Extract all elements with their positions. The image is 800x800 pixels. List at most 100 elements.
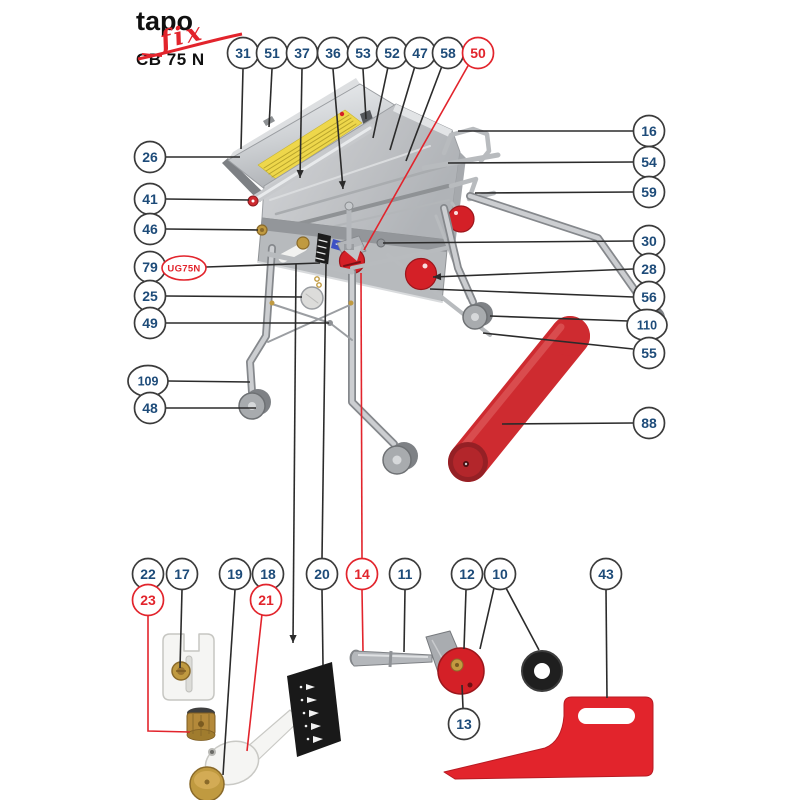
leader-extra-1 bbox=[321, 263, 327, 559]
brace-joint bbox=[327, 320, 333, 326]
brass-knob bbox=[186, 707, 216, 741]
leader-51 bbox=[268, 68, 273, 128]
callout-21: 21 bbox=[249, 583, 283, 617]
leader-13 bbox=[461, 684, 464, 709]
smoothing-spatula bbox=[443, 696, 654, 780]
callout-28: 28 bbox=[632, 252, 666, 286]
star-knob-lower bbox=[404, 257, 438, 291]
callout-47: 47 bbox=[403, 36, 437, 70]
leader-110 bbox=[489, 315, 629, 322]
callout-88: 88 bbox=[632, 406, 666, 440]
svg-text:25: 25 bbox=[142, 288, 158, 304]
leader-109 bbox=[167, 380, 251, 383]
svg-text:21: 21 bbox=[258, 592, 274, 608]
leader-20 bbox=[321, 589, 324, 666]
svg-text:36: 36 bbox=[325, 45, 341, 61]
casters bbox=[238, 302, 665, 475]
svg-text:16: 16 bbox=[641, 123, 657, 139]
lid-side-wall bbox=[222, 158, 267, 202]
plunger-rod bbox=[344, 201, 354, 250]
callout-18: 18 bbox=[251, 557, 285, 591]
leader-11 bbox=[403, 589, 406, 653]
callout-46: 46 bbox=[133, 212, 167, 246]
leader-17 bbox=[179, 589, 183, 669]
svg-text:22: 22 bbox=[140, 566, 156, 582]
paste-trough bbox=[261, 103, 466, 246]
svg-text:58: 58 bbox=[440, 45, 456, 61]
callout-50: 50 bbox=[461, 36, 495, 70]
leader-30 bbox=[382, 240, 634, 244]
leader-extra-2 bbox=[289, 263, 297, 644]
crank-handle bbox=[349, 630, 485, 695]
svg-text:20: 20 bbox=[314, 566, 330, 582]
svg-text:11: 11 bbox=[398, 566, 413, 582]
callout-53: 53 bbox=[346, 36, 380, 70]
rubber-washer bbox=[521, 650, 563, 692]
leader-31 bbox=[240, 68, 244, 150]
callout-58: 58 bbox=[431, 36, 465, 70]
callout-26: 26 bbox=[133, 140, 167, 174]
caster-wheel bbox=[462, 302, 493, 330]
callout-19: 19 bbox=[218, 557, 252, 591]
callout-51: 51 bbox=[255, 36, 289, 70]
leader-54 bbox=[447, 161, 634, 164]
svg-text:110: 110 bbox=[637, 319, 657, 333]
leader-21 bbox=[246, 613, 263, 752]
leader-55 bbox=[482, 332, 634, 350]
leader-59 bbox=[474, 191, 634, 194]
callout-59: 59 bbox=[632, 175, 666, 209]
callout-22: 22 bbox=[131, 557, 165, 591]
svg-text:88: 88 bbox=[641, 415, 657, 431]
leader-41 bbox=[165, 198, 250, 201]
leader-19 bbox=[222, 589, 236, 776]
callout-16: 16 bbox=[632, 114, 666, 148]
leader-58 bbox=[405, 65, 443, 162]
callout-56: 56 bbox=[632, 280, 666, 314]
svg-text:109: 109 bbox=[138, 375, 159, 389]
svg-text:28: 28 bbox=[641, 261, 657, 277]
svg-text:10: 10 bbox=[492, 566, 508, 582]
paste-roller-bar bbox=[247, 123, 375, 207]
leader-56 bbox=[429, 288, 634, 298]
scale-plate bbox=[287, 662, 341, 757]
svg-text:55: 55 bbox=[641, 345, 657, 361]
callout-48: 48 bbox=[133, 391, 167, 425]
callout-52: 52 bbox=[375, 36, 409, 70]
callout-17: 17 bbox=[165, 557, 199, 591]
svg-text:59: 59 bbox=[641, 184, 657, 200]
svg-text:UG75N: UG75N bbox=[167, 263, 200, 274]
svg-text:13: 13 bbox=[456, 716, 472, 732]
badge-UG75N: UG75N bbox=[161, 255, 207, 281]
svg-text:31: 31 bbox=[235, 45, 251, 61]
leader-53 bbox=[362, 68, 367, 120]
leader-10 bbox=[505, 587, 540, 651]
callout-49: 49 bbox=[133, 306, 167, 340]
leader-25 bbox=[165, 295, 303, 298]
callout-11: 11 bbox=[388, 557, 422, 591]
callout-55: 55 bbox=[632, 336, 666, 370]
svg-text:52: 52 bbox=[384, 45, 400, 61]
support-rail bbox=[421, 152, 501, 171]
callout-13: 13 bbox=[447, 707, 481, 741]
svg-text:50: 50 bbox=[470, 45, 486, 61]
svg-text:49: 49 bbox=[142, 315, 158, 331]
callout-54: 54 bbox=[632, 145, 666, 179]
callout-10: 10 bbox=[483, 557, 517, 591]
svg-text:41: 41 bbox=[142, 191, 158, 207]
svg-text:54: 54 bbox=[641, 154, 657, 170]
foam-roller bbox=[448, 316, 590, 482]
svg-text:12: 12 bbox=[459, 566, 475, 582]
callout-30: 30 bbox=[632, 224, 666, 258]
callout-23: 23 bbox=[131, 583, 165, 617]
svg-text:47: 47 bbox=[412, 45, 428, 61]
leader-47 bbox=[389, 65, 416, 151]
callout-36: 36 bbox=[316, 36, 350, 70]
svg-text:37: 37 bbox=[294, 45, 310, 61]
leader-43 bbox=[605, 589, 608, 699]
callout-12: 12 bbox=[450, 557, 484, 591]
label-text-lines bbox=[263, 114, 357, 178]
leader-extra-3 bbox=[360, 272, 363, 559]
caster-wheel bbox=[238, 389, 271, 420]
